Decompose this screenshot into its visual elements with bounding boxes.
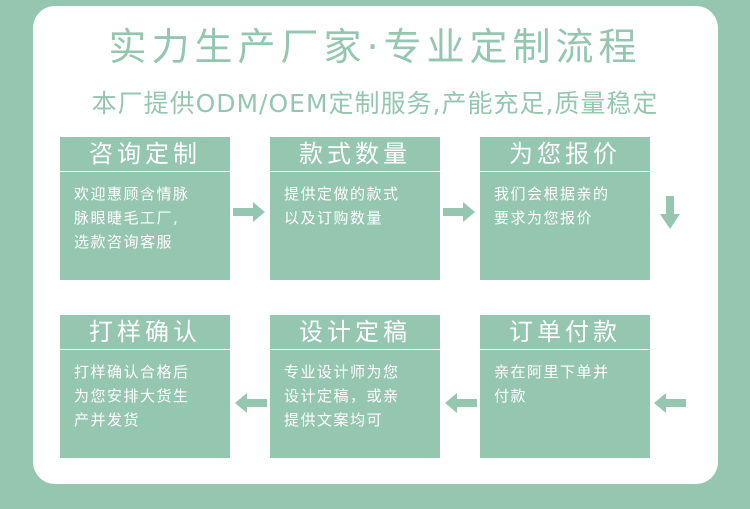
step-title: 款式数量 [270,137,440,172]
step-line: 选款咨询客服 [74,233,174,251]
step-title: 订单付款 [480,315,650,350]
step-title: 为您报价 [480,137,650,172]
arrow-left-icon [445,393,477,413]
step-line: 以及订购数量 [284,209,384,227]
arrow-left-icon [235,393,267,413]
step-description: 专业设计师为您 设计定稿，或亲 提供文案均可 [270,350,440,432]
step-description: 我们会根据亲的 要求为您报价 [480,172,650,230]
arrow-left-icon [654,393,686,413]
arrow-right-icon [233,202,265,222]
step-description: 提供定做的款式 以及订购数量 [270,172,440,230]
arrow-right-icon [443,202,475,222]
step-style-quantity: 款式数量 提供定做的款式 以及订购数量 [270,137,440,280]
step-line: 提供定做的款式 [284,185,400,203]
step-title: 打样确认 [60,315,230,350]
step-line: 脉眼睫毛工厂, [74,209,180,227]
step-line: 为您安排大货生 [74,387,190,405]
step-line: 欢迎惠顾含情脉 [74,185,190,203]
step-consult: 咨询定制 欢迎惠顾含情脉 脉眼睫毛工厂, 选款咨询客服 [60,137,230,280]
page-title: 实力生产厂家·专业定制流程 [108,25,642,69]
step-line: 专业设计师为您 [284,363,400,381]
step-line: 要求为您报价 [494,209,594,227]
step-line: 付款 [494,387,528,405]
step-line: 我们会根据亲的 [494,185,610,203]
step-sample-confirm: 打样确认 打样确认合格后 为您安排大货生 产并发货 [60,315,230,458]
step-order-payment: 订单付款 亲在阿里下单并 付款 [480,315,650,458]
step-description: 打样确认合格后 为您安排大货生 产并发货 [60,350,230,432]
step-line: 亲在阿里下单并 [494,363,610,381]
step-line: 产并发货 [74,411,141,429]
step-description: 亲在阿里下单并 付款 [480,350,650,408]
step-title: 设计定稿 [270,315,440,350]
step-line: 提供文案均可 [284,411,384,429]
step-design-finalize: 设计定稿 专业设计师为您 设计定稿，或亲 提供文案均可 [270,315,440,458]
step-line: 设计定稿，或亲 [284,387,400,405]
step-quote: 为您报价 我们会根据亲的 要求为您报价 [480,137,650,280]
page-subtitle: 本厂提供ODM/OEM定制服务,产能充足,质量稳定 [91,89,659,118]
step-title: 咨询定制 [60,137,230,172]
step-description: 欢迎惠顾含情脉 脉眼睫毛工厂, 选款咨询客服 [60,172,230,254]
step-line: 打样确认合格后 [74,363,190,381]
arrow-down-icon [660,196,680,229]
